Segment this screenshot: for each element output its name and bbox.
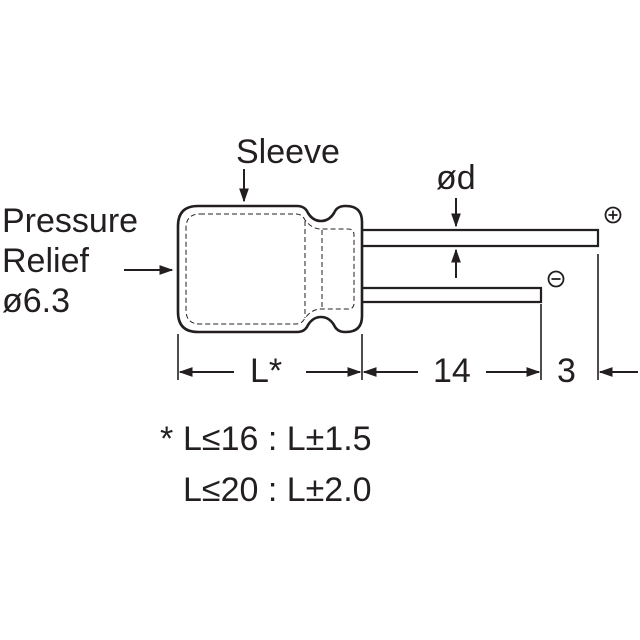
length-dimension-label: L*: [250, 352, 282, 390]
plus-circle-icon: [604, 206, 622, 224]
capacitor-body: [176, 204, 364, 334]
note-line-2: L≤20 : L±2.0: [183, 471, 372, 509]
positive-lead: [362, 228, 600, 248]
note-marker: *: [160, 420, 173, 458]
negative-lead: [362, 286, 543, 304]
pressure-relief-label-line2: Relief: [2, 242, 89, 280]
lead-length-label: 14: [433, 352, 471, 390]
pressure-relief-label-line1: Pressure: [2, 202, 138, 240]
note-line-1: L≤16 : L±1.5: [183, 420, 372, 458]
sleeve-outline: [185, 213, 355, 325]
lead-diameter-label: ød: [436, 159, 476, 197]
minus-circle-icon: [547, 270, 565, 288]
lead-offset-label: 3: [557, 352, 576, 390]
pressure-relief-diameter-label: ø6.3: [2, 282, 70, 320]
sleeve-label: Sleeve: [236, 133, 340, 171]
